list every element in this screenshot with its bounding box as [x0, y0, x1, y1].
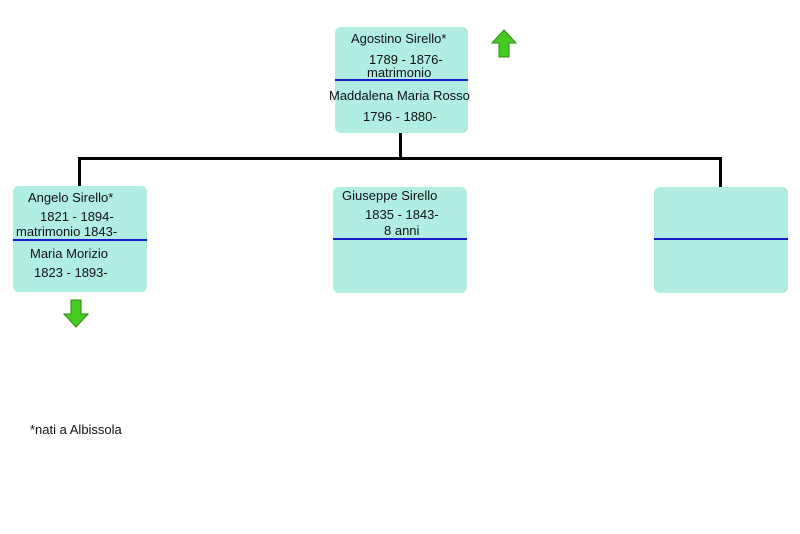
child-1-spouse-name: Maria Morizio	[30, 246, 109, 261]
root-spouse-dates: 1796 - 1880-	[363, 109, 437, 124]
child-2-separator	[333, 238, 467, 240]
root-separator	[335, 79, 468, 81]
child-3-separator	[654, 238, 788, 240]
root-dates: 1789 - 1876-	[369, 52, 443, 67]
arrow-up-icon[interactable]	[491, 29, 517, 59]
root-down-line	[399, 132, 402, 160]
left-drop-line	[78, 157, 81, 187]
child-1-name: Angelo Sirello*	[28, 190, 114, 205]
horizontal-connector	[78, 157, 722, 160]
root-marriage: matrimonio	[367, 65, 432, 80]
root-spouse-name: Maddalena Maria Rosso	[329, 88, 470, 103]
child-1-marriage: matrimonio 1843-	[16, 224, 118, 239]
child-1-separator	[13, 239, 147, 241]
footnote: *nati a Albissola	[30, 422, 122, 437]
child-2-dates: 1835 - 1843-	[365, 207, 439, 222]
root-name: Agostino Sirello*	[351, 31, 447, 46]
child-1-spouse-dates: 1823 - 1893-	[34, 265, 108, 280]
child-2-age: 8 anni	[384, 223, 420, 238]
child-2-name: Giuseppe Sirello	[342, 188, 438, 203]
child-1-dates: 1821 - 1894-	[40, 209, 114, 224]
right-drop-line	[719, 157, 722, 187]
arrow-down-icon[interactable]	[63, 299, 89, 329]
child-box-2[interactable]	[333, 187, 467, 293]
child-box-3[interactable]	[654, 187, 788, 293]
